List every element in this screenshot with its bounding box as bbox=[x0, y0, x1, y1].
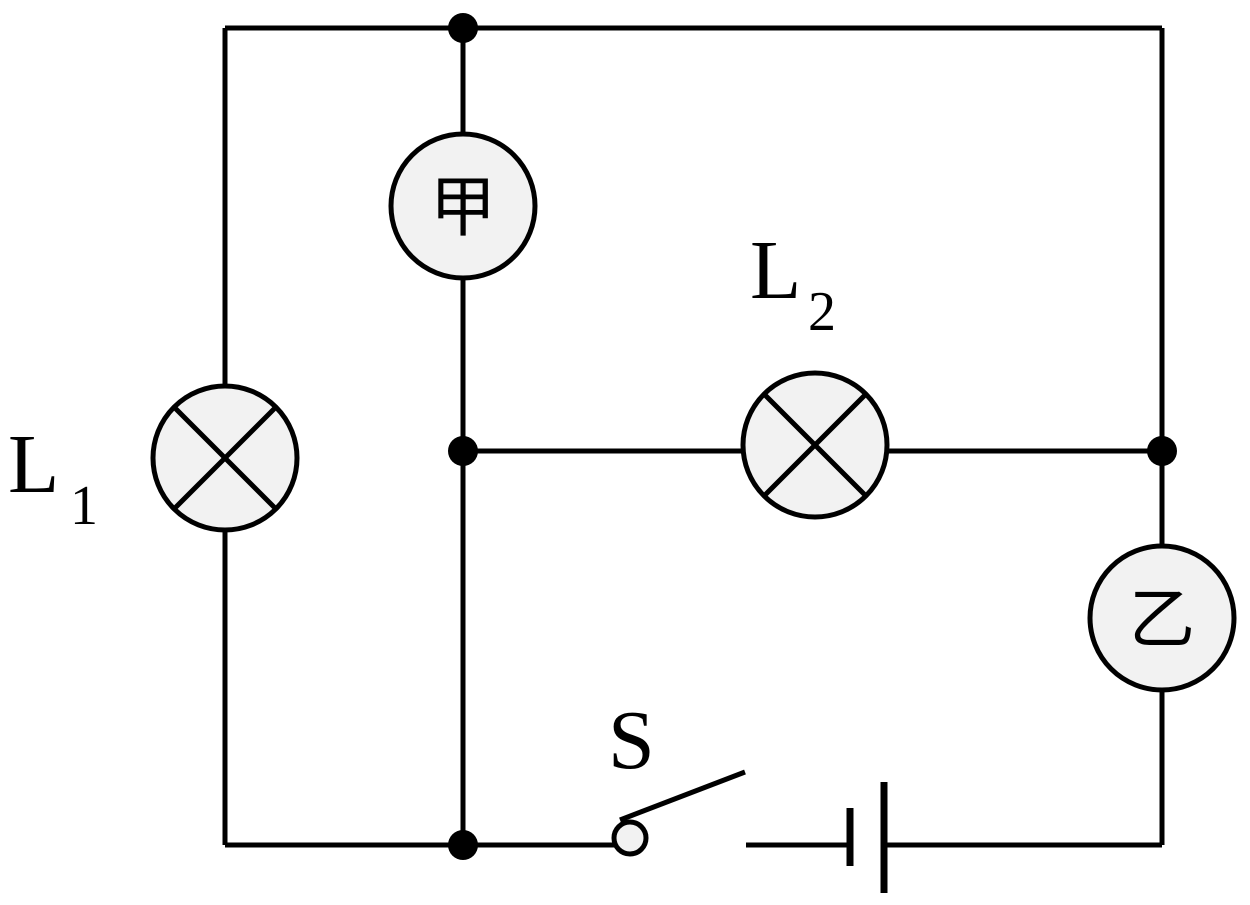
switch-lever bbox=[619, 769, 746, 823]
battery bbox=[846, 782, 888, 893]
lamp-l2-cross-b bbox=[762, 392, 868, 498]
meter-yi-label: 乙 bbox=[1129, 581, 1195, 658]
meter-jia-body bbox=[388, 131, 538, 281]
meter-yi-body bbox=[1087, 543, 1237, 693]
meter-yi: 乙 bbox=[1087, 543, 1237, 693]
lamp-l1-letter: L bbox=[8, 418, 59, 511]
meter-jia: 甲 bbox=[388, 131, 538, 281]
wires bbox=[222, 25, 1165, 848]
junction-node-right bbox=[1147, 436, 1177, 466]
junction-node-bottom bbox=[448, 830, 478, 860]
junction-node-middle bbox=[448, 436, 478, 466]
lamp-l1 bbox=[150, 383, 300, 533]
lamp-l2 bbox=[740, 370, 890, 520]
lamp-l2-letter: L bbox=[750, 224, 801, 317]
junctions bbox=[448, 13, 1177, 860]
junction-node-top bbox=[448, 13, 478, 43]
switch-s bbox=[611, 769, 746, 857]
switch-label: S bbox=[608, 694, 655, 787]
lamp-l1-subscript: 1 bbox=[70, 475, 98, 537]
lamp-l1-cross-b bbox=[172, 405, 278, 511]
switch-pivot bbox=[611, 819, 649, 857]
meter-jia-label: 甲 bbox=[430, 169, 496, 246]
lamp-l2-subscript: 2 bbox=[808, 281, 836, 343]
